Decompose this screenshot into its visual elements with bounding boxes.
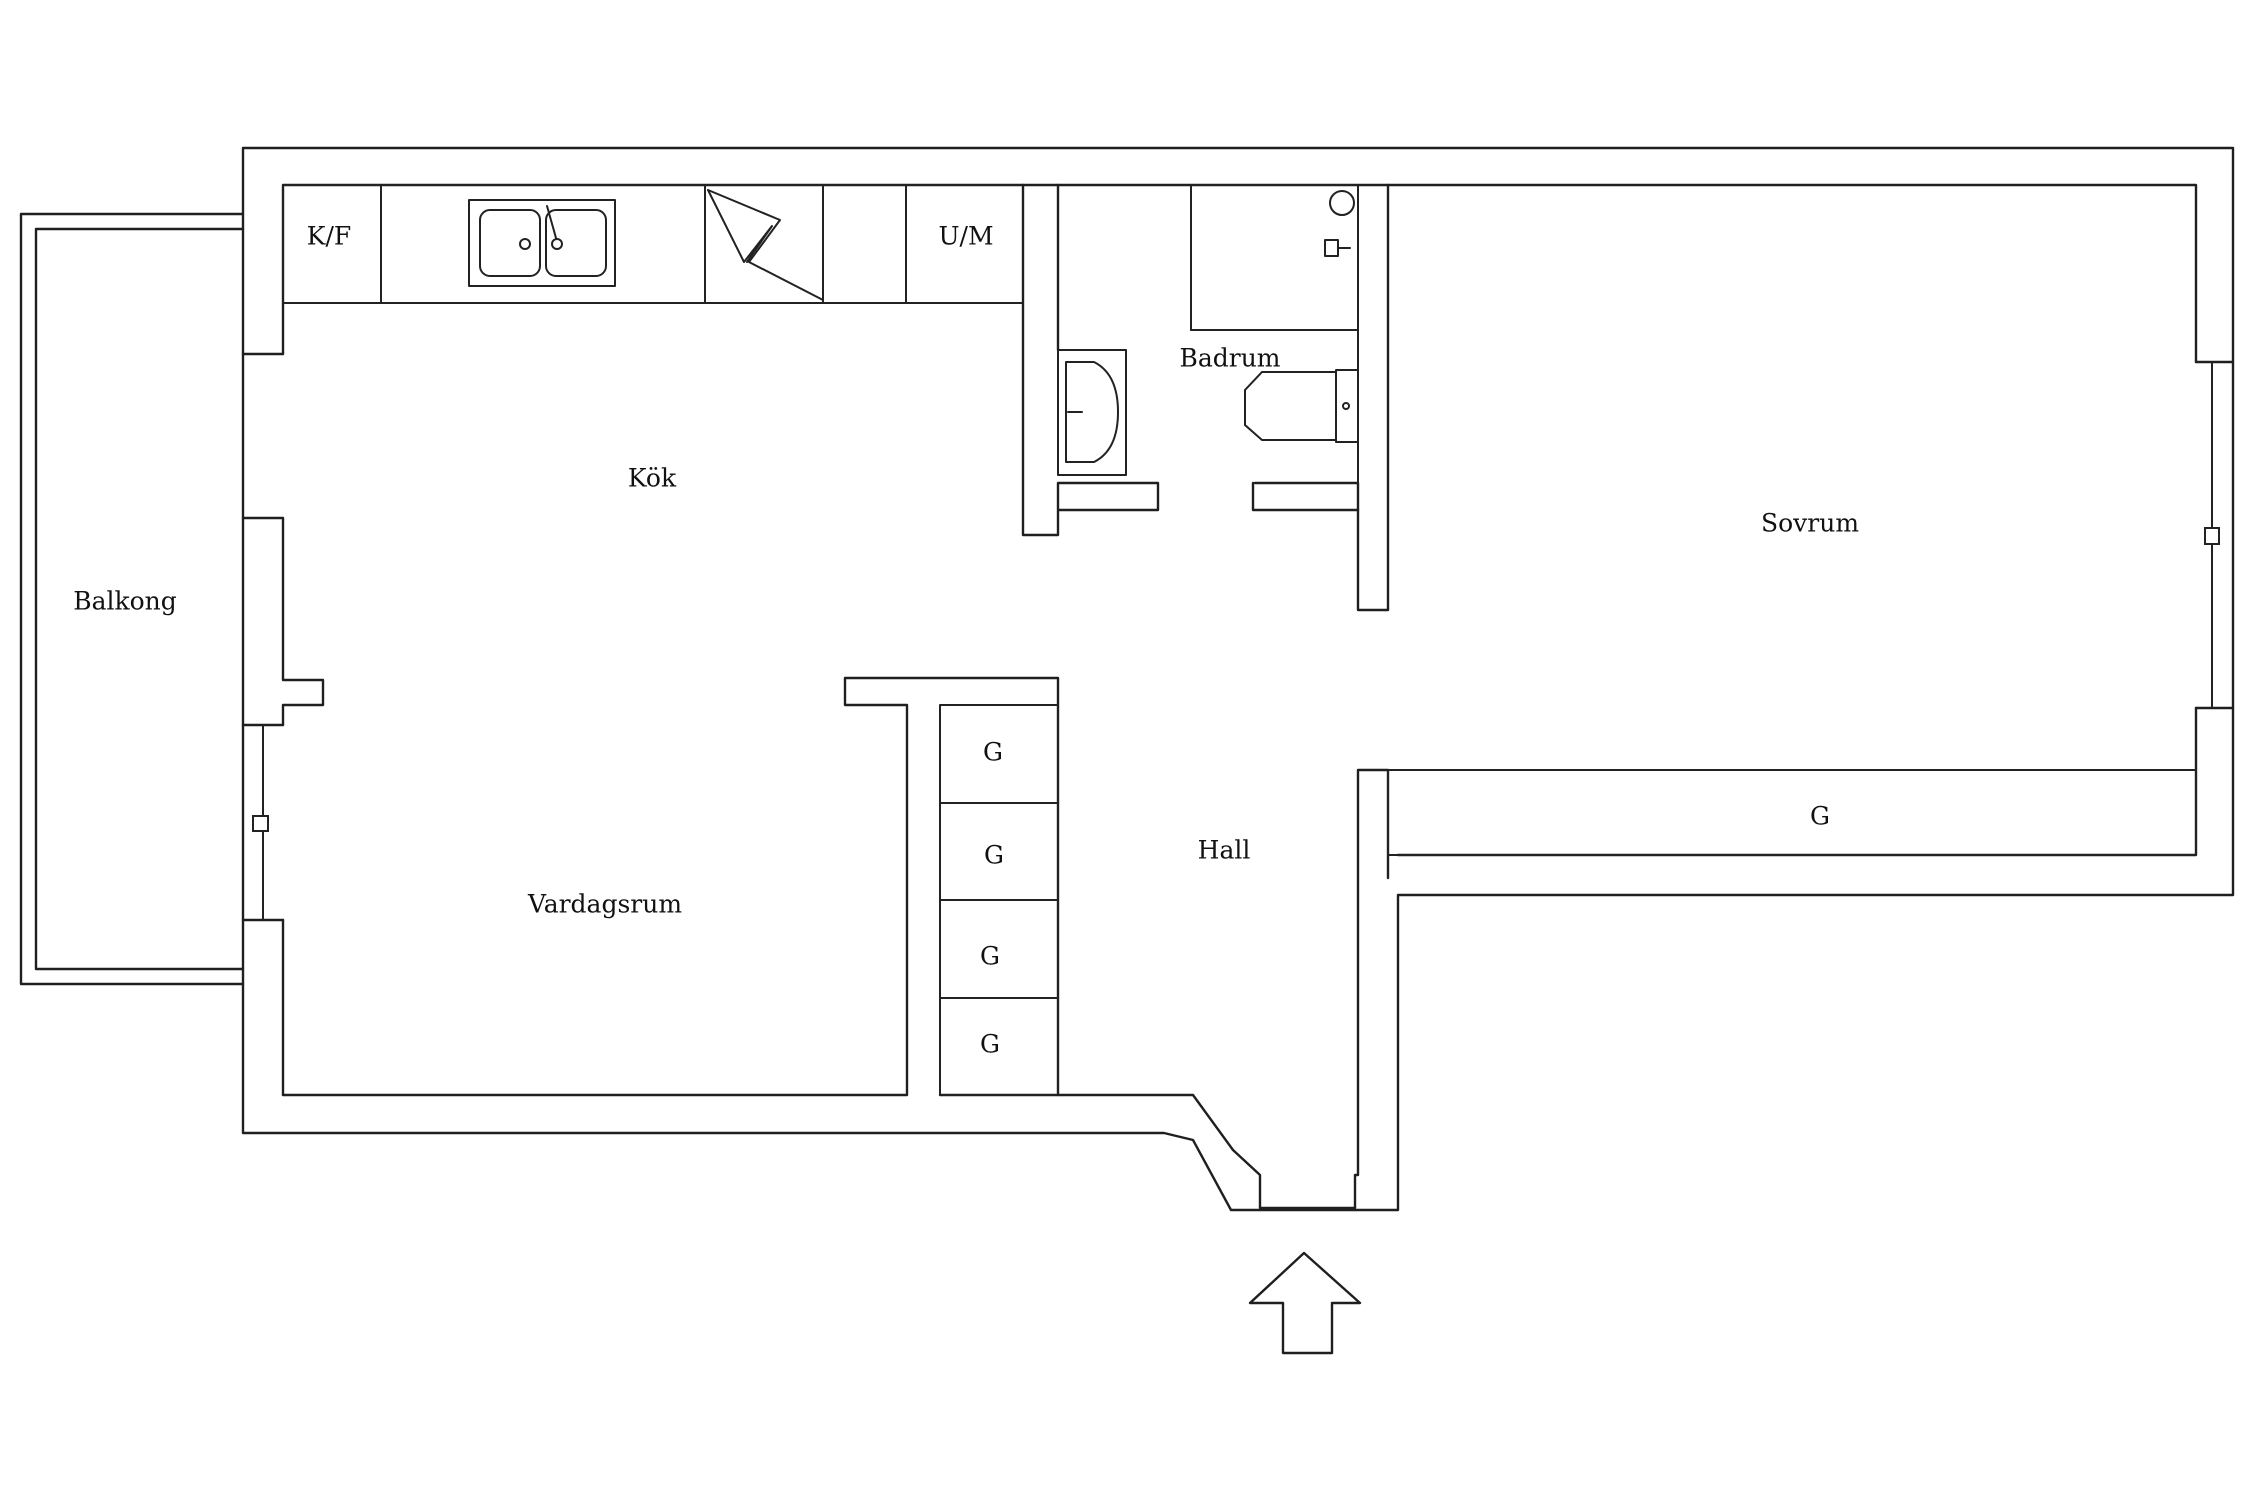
room-label-kok: Kök [628, 464, 677, 493]
stove-icon [707, 189, 824, 301]
room-label-sovrum: Sovrum [1761, 509, 1859, 538]
closet-label-sovrum: G [1810, 802, 1830, 831]
exterior-walls [241, 146, 2235, 1212]
window-handle-icon [2204, 527, 2220, 545]
balcony [19, 212, 245, 986]
closet-label-hall-4: G [980, 1030, 1000, 1059]
bedroom-window [2194, 360, 2235, 710]
room-label-badrum: Badrum [1179, 344, 1280, 373]
appliance-label-fridge-freezer: K/F [307, 222, 351, 251]
bathroom [1021, 183, 1390, 612]
room-label-vardagsrum: Vardagsrum [527, 890, 682, 919]
shower [1190, 184, 1359, 331]
closet-label-hall-1: G [983, 738, 1003, 767]
toilet [1244, 371, 1337, 441]
hall-closets [939, 704, 1059, 1096]
kitchen-counter [282, 184, 1024, 304]
entrance-arrow-icon [1248, 1251, 1362, 1355]
bedroom-closet [1387, 769, 2197, 856]
washbasin [1057, 349, 1127, 476]
room-label-balkong: Balkong [73, 587, 177, 616]
appliance-label-washer-dryer: U/M [938, 222, 993, 251]
closet-label-hall-3: G [980, 942, 1000, 971]
room-label-hall: Hall [1198, 836, 1251, 865]
faucet-icon [546, 205, 557, 239]
closet-label-hall-2: G [984, 841, 1004, 870]
balcony-door-handle-icon [252, 815, 269, 832]
kitchen-sink [468, 199, 616, 287]
